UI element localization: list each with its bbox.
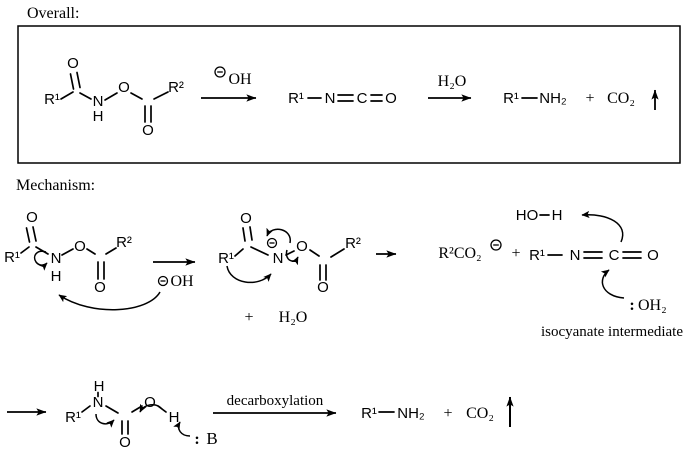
atom-o-carbonyl: O — [119, 434, 131, 451]
atom-o-ester: O — [296, 238, 308, 255]
minus-charge-icon — [157, 275, 169, 287]
overall-reactant-structure: R¹ O N H O O R² — [44, 55, 184, 139]
atom-n: N — [570, 247, 581, 264]
atom-r1: R¹ — [65, 409, 81, 426]
mech-final-products: R¹ NH₂ + CO₂ — [361, 396, 514, 427]
atom-o-carbonyl: O — [67, 55, 79, 72]
amine-label: NH₂ — [397, 405, 425, 422]
atom-n: N — [93, 394, 104, 411]
mech-anion-structure: R¹ O N O O R² + H₂O — [218, 210, 361, 326]
lone-pair-dots: : — [194, 431, 199, 448]
overall-isocyanate: R¹ N C O — [288, 90, 397, 107]
overall-step1: OH — [201, 66, 257, 102]
atom-o-carbonyl2: O — [94, 279, 106, 296]
atom-r1: R¹ — [361, 405, 377, 422]
base-label: B — [206, 429, 217, 448]
isocyanate-intermediate-caption: isocyanate intermediate — [541, 324, 683, 340]
atom-o-carbonyl2: O — [317, 279, 329, 296]
overall-products: R¹ NH₂ + CO₂ — [503, 89, 659, 110]
mech-anion-bonds — [234, 226, 345, 281]
atom-o-carbonyl: O — [26, 209, 38, 226]
atom-r2: R² — [345, 235, 361, 252]
atom-r1: R¹ — [288, 90, 304, 107]
atom-o: O — [647, 247, 659, 264]
curved-arrow-oh-bond — [139, 403, 163, 413]
co2-label: CO₂ — [607, 90, 635, 107]
curved-arrow-water-attack — [600, 269, 625, 299]
atom-r1: R¹ — [4, 249, 20, 266]
carboxylate-label: R²CO₂ — [438, 245, 481, 262]
atom-c: C — [357, 90, 368, 107]
water-h-label: H — [552, 207, 563, 224]
overall-reactant-bonds — [60, 71, 169, 123]
decarboxylation-step: decarboxylation — [213, 393, 337, 417]
atom-h-on-n: H — [51, 268, 62, 285]
atom-o-carbonyl: O — [240, 210, 252, 227]
atom-n: N — [93, 93, 104, 110]
hydroxide-label: OH — [170, 273, 194, 290]
curved-arrow-no-cleavage — [285, 249, 299, 266]
lone-pair-dots: : — [629, 297, 634, 314]
atom-r2: R² — [116, 234, 132, 251]
atom-o-hydroxyl: O — [144, 394, 156, 411]
hydroxide-label: OH — [228, 71, 252, 88]
atom-h-on-n: H — [93, 108, 104, 125]
overall-heading: Overall: — [27, 5, 79, 22]
water-label: H₂O — [438, 73, 467, 90]
water-label: H₂O — [279, 309, 308, 326]
water-nucleophile-label: OH₂ — [638, 297, 667, 314]
atom-r1: R¹ — [529, 247, 545, 264]
atom-n: N — [51, 250, 62, 267]
curved-arrow-hydroxide-to-h — [58, 291, 161, 311]
atom-o-carbonyl2: O — [142, 122, 154, 139]
atom-c: C — [609, 247, 620, 264]
mech-intermediate-products: R²CO₂ + R¹ N C O HO H : OH₂ isocyanate i… — [438, 207, 683, 340]
plus-sign: + — [244, 309, 253, 326]
atom-r1: R¹ — [44, 91, 60, 108]
atom-o-ester: O — [118, 79, 130, 96]
amine-label: NH₂ — [539, 90, 567, 107]
atom-r1: R¹ — [218, 250, 234, 267]
mech-reactant-structure: R¹ O N H O O R² OH — [4, 209, 194, 311]
atom-r2: R² — [168, 79, 184, 96]
atom-r1: R¹ — [503, 90, 519, 107]
minus-charge-icon — [266, 237, 278, 249]
curved-arrow-nc-bond — [95, 413, 115, 428]
mech-reactant-bonds — [20, 226, 117, 280]
curved-arrow-nh-deprotonation — [33, 250, 48, 271]
water-ho-label: HO — [516, 207, 539, 224]
co2-label: CO₂ — [466, 405, 494, 422]
minus-charge-icon — [490, 239, 502, 251]
atom-h-on-n: H — [94, 378, 105, 395]
decarboxylation-label: decarboxylation — [227, 393, 324, 409]
plus-sign: + — [585, 90, 594, 107]
overall-step2: H₂O — [428, 73, 472, 102]
atom-o: O — [385, 90, 397, 107]
curved-arrow-r1-migration — [226, 265, 272, 284]
overall-box — [17, 25, 681, 164]
curved-arrow-lone-pair — [266, 227, 291, 244]
atom-n: N — [273, 250, 284, 267]
atom-o-ester: O — [74, 238, 86, 255]
plus-sign: + — [511, 245, 520, 262]
atom-h-hydroxyl: H — [169, 409, 180, 426]
minus-charge-icon — [214, 66, 226, 78]
plus-sign: + — [443, 405, 452, 422]
mechanism-heading: Mechanism: — [16, 177, 95, 194]
curved-arrow-base-to-h — [173, 421, 191, 437]
atom-n: N — [325, 90, 336, 107]
curved-arrow-proton-transfer — [581, 210, 624, 243]
mech-carbamic-acid-structure: R¹ N H O O H : B — [65, 378, 218, 451]
